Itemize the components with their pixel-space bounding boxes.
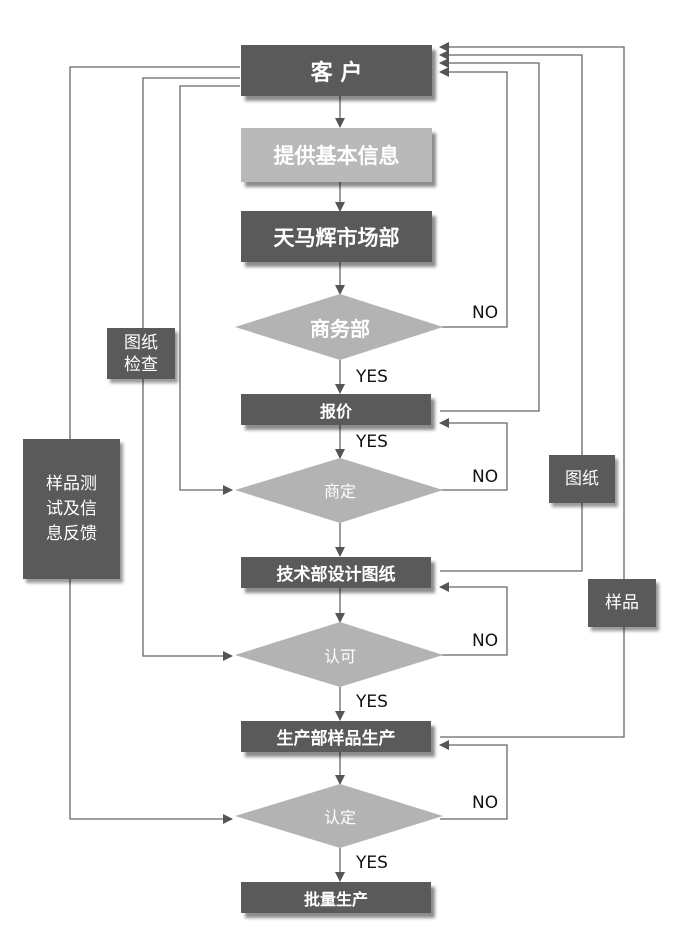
- diamond-confirm-shape: [235, 784, 443, 848]
- node-mass-production-label: 批量生产: [303, 889, 368, 909]
- edge-approve-no: [439, 582, 508, 656]
- yes-label-3: YES: [356, 692, 388, 712]
- diamond-approve-label: 认可: [323, 647, 356, 666]
- yes-label-4: YES: [356, 853, 388, 873]
- edge-sample-customer: [439, 42, 625, 738]
- edge-negotiate-no: [439, 418, 508, 491]
- no-label-2: NO: [472, 467, 499, 487]
- node-quote-label: 报价: [319, 401, 352, 421]
- edge-drawing-customer: [439, 50, 583, 572]
- node-mass-production: 批量生产: [241, 882, 431, 913]
- yes-label-2: YES: [356, 432, 388, 452]
- diamond-negotiate-label: 商定: [323, 482, 356, 501]
- edge-business-no: [439, 67, 508, 328]
- node-tech-design: 技术部设计图纸: [241, 557, 431, 588]
- side-sample: 样品: [588, 579, 656, 627]
- diamond-negotiate: 商定: [280, 477, 400, 503]
- node-tech-design-label: 技术部设计图纸: [276, 565, 396, 585]
- side-drawing: 图纸: [549, 455, 615, 503]
- node-customer-label: 客 户: [310, 60, 363, 86]
- yes-label-1: YES: [356, 367, 388, 387]
- side-sample-feedback: 样品测 试及信 息反馈: [23, 439, 120, 579]
- diamond-confirm-label: 认定: [323, 808, 356, 827]
- diamond-approve: 认可: [280, 642, 400, 668]
- node-provide-info: 提供基本信息: [241, 128, 432, 182]
- no-label-4: NO: [472, 793, 499, 813]
- diamond-business-label: 商务部: [310, 316, 370, 341]
- diamond-business-shape: [235, 294, 443, 360]
- node-marketing-label: 天马辉市场部: [273, 225, 400, 250]
- diamond-business: 商务部: [280, 312, 400, 342]
- node-customer: 客 户: [241, 45, 432, 96]
- diamond-approve-shape: [235, 622, 443, 687]
- edge-customer-negotiate: [179, 85, 240, 495]
- node-provide-info-label: 提供基本信息: [273, 144, 400, 168]
- node-sample-production-label: 生产部样品生产: [276, 729, 396, 749]
- edge-quote-customer: [439, 58, 540, 412]
- edge-confirm-no: [439, 740, 508, 820]
- diamond-negotiate-shape: [235, 458, 443, 523]
- node-sample-production: 生产部样品生产: [241, 721, 431, 752]
- no-label-3: NO: [472, 631, 499, 651]
- diamond-confirm: 认定: [280, 803, 400, 829]
- node-quote: 报价: [241, 394, 431, 425]
- node-marketing: 天马辉市场部: [241, 211, 432, 262]
- side-drawing-check: 图纸 检查: [107, 328, 175, 379]
- no-label-1: NO: [472, 303, 499, 323]
